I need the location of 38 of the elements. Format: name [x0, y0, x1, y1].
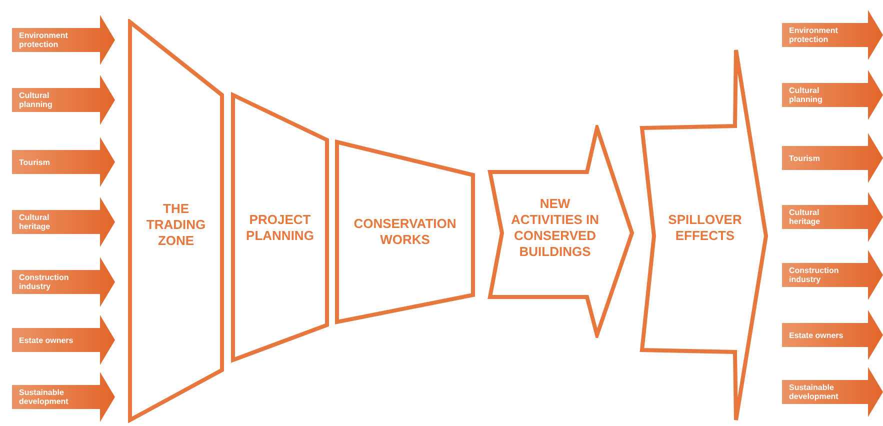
pointed-banner: [782, 192, 883, 242]
arrow-label: Sustainable development: [19, 387, 70, 408]
stage-label: NEW ACTIVITIES IN CONSERVED BUILDINGS: [510, 196, 600, 260]
stage-label: CONSERVATION WORKS: [352, 216, 458, 248]
pointed-banner: [12, 137, 115, 187]
arrow-label: Estate owners: [789, 330, 844, 342]
arrow-label: Construction industry: [19, 272, 70, 293]
arrow-label: Environment protection: [789, 25, 839, 46]
pointed-banner: [782, 70, 883, 120]
arrow-label: Tourism: [19, 156, 51, 168]
pointed-banner: [782, 310, 883, 360]
pointed-banner: [12, 315, 115, 365]
pointed-banner: [12, 75, 115, 125]
arrow-label: Cultural heritage: [19, 212, 52, 233]
pointed-banner: [12, 257, 115, 307]
pointed-banner: [782, 10, 883, 60]
stage-label: PROJECT PLANNING: [245, 212, 315, 244]
pointed-banner: [12, 372, 115, 422]
pointed-banner: [12, 197, 115, 247]
arrow-label: Tourism: [789, 152, 821, 164]
stage-label: SPILLOVER EFFECTS: [667, 212, 743, 244]
pointed-banner: [12, 15, 115, 65]
trapezoid-shape: [127, 19, 225, 423]
trapezoid-shape: [334, 139, 476, 325]
arrow-label: Construction industry: [789, 265, 840, 286]
trapezoid-shape: [230, 92, 330, 363]
pointed-banner: [782, 250, 883, 300]
pointed-banner: [782, 133, 883, 183]
arrow-label: Environment protection: [19, 30, 69, 51]
arrow-label: Sustainable development: [789, 382, 840, 403]
arrow-shape: [639, 47, 769, 423]
pointed-banner: [782, 367, 883, 417]
arrow-label: Estate owners: [19, 334, 74, 346]
stage-label: THE TRADING ZONE: [145, 201, 207, 249]
arrow-label: Cultural planning: [19, 90, 54, 111]
arrow-label: Cultural heritage: [789, 207, 822, 228]
arrow-label: Cultural planning: [789, 85, 824, 106]
arrow-shape: [487, 125, 635, 338]
